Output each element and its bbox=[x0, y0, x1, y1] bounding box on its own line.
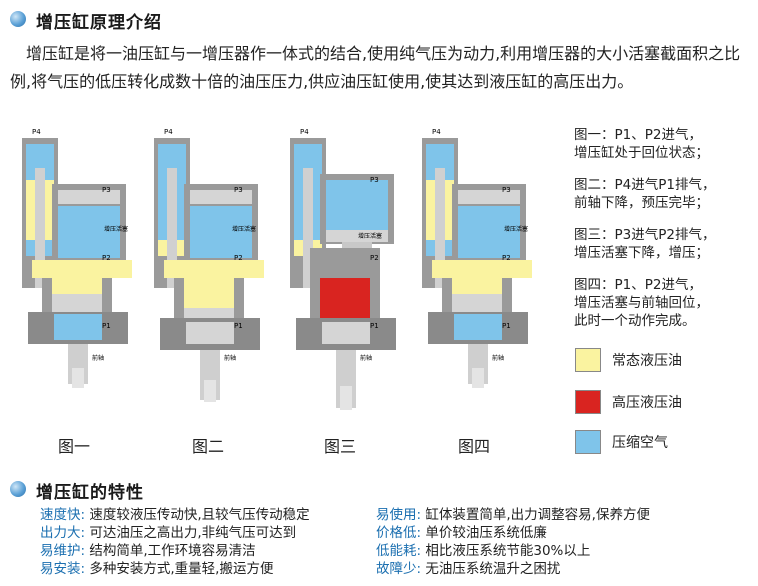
figure-2-caption: 图二 bbox=[191, 437, 224, 456]
port-label-p1: P1 bbox=[502, 322, 511, 330]
legend-label-normal-oil: 常态液压油 bbox=[612, 353, 682, 369]
shaft-label: 前轴 bbox=[224, 354, 236, 362]
feature-item: 易使用: 缸体装置简单,出力调整容易,保养方便 bbox=[376, 507, 650, 523]
feature-value: 无油压系统温升之困扰 bbox=[425, 561, 561, 577]
figure-2-diagram: P4 P3 P2 P1 增压活塞 前轴 bbox=[154, 128, 264, 402]
feature-item: 易安装: 多种安装方式,重量轻,搬运方便 bbox=[40, 561, 274, 577]
port-label-p2: P2 bbox=[370, 254, 379, 262]
port-label-p3: P3 bbox=[502, 186, 511, 194]
note-line: 前轴下降，预压完毕； bbox=[574, 195, 709, 211]
feature-value: 单价较油压系统低廉 bbox=[425, 525, 547, 541]
note-line: 图一：P1、P2进气， bbox=[574, 127, 702, 143]
feature-key: 低能耗 bbox=[376, 543, 417, 559]
port-label-p3: P3 bbox=[370, 176, 379, 184]
legend-swatch-normal-oil bbox=[575, 348, 601, 372]
note-line: 增压活塞下降，增压； bbox=[574, 245, 709, 261]
port-label-p4: P4 bbox=[432, 128, 441, 136]
figure-3-diagram: P4 P3 P2 P1 增压活塞 前轴 bbox=[290, 128, 396, 410]
piston-label: 增压活塞 bbox=[104, 225, 128, 233]
legend-label-compressed-air: 压缩空气 bbox=[612, 435, 668, 451]
section-title-features: 增压缸的特性 bbox=[36, 483, 144, 503]
feature-value: 相比液压系统节能30%以上 bbox=[425, 543, 591, 559]
feature-value: 结构简单,工作环境容易清洁 bbox=[89, 543, 256, 559]
intro-paragraph: 增压缸是将一油压缸与一增压器作一体式的结合,使用纯气压为动力,利用增压器的大小活… bbox=[10, 44, 741, 91]
piston-label: 增压活塞 bbox=[358, 232, 382, 240]
feature-value: 速度较液压传动快,且较气压传动稳定 bbox=[89, 507, 310, 523]
note-figure-3: 图三：P3进气P2排气， 增压活塞下降，增压； bbox=[574, 226, 754, 262]
feature-item: 速度快: 速度较液压传动快,且较气压传动稳定 bbox=[40, 507, 310, 523]
cylinder-drawing bbox=[422, 138, 532, 388]
note-line: 图二：P4进气P1排气， bbox=[574, 177, 716, 193]
note-figure-4: 图四：P1、P2进气， 增压活塞与前轴回位， 此时一个动作完成。 bbox=[574, 276, 754, 330]
port-label-p4: P4 bbox=[300, 128, 309, 136]
feature-item: 出力大: 可达油压之高出力,非纯气压可达到 bbox=[40, 525, 297, 541]
cylinder-drawing bbox=[290, 138, 396, 410]
note-line: 图三：P3进气P2排气， bbox=[574, 227, 716, 243]
figure-1-caption: 图一 bbox=[57, 437, 90, 456]
feature-value: 多种安装方式,重量轻,搬运方便 bbox=[89, 561, 274, 577]
piston-label: 增压活塞 bbox=[232, 225, 256, 233]
port-label-p2: P2 bbox=[234, 254, 243, 262]
port-label-p4: P4 bbox=[164, 128, 173, 136]
feature-key: 易使用 bbox=[376, 507, 417, 523]
cylinder-drawing bbox=[154, 138, 264, 402]
heading-bullet-icon bbox=[10, 481, 26, 497]
figure-3-caption: 图三 bbox=[323, 437, 356, 456]
feature-item: 故障少: 无油压系统温升之困扰 bbox=[376, 561, 561, 577]
figure-4-caption: 图四 bbox=[457, 437, 490, 456]
port-label-p1: P1 bbox=[370, 322, 379, 330]
note-figure-1: 图一：P1、P2进气， 增压缸处于回位状态； bbox=[574, 126, 754, 162]
port-label-p3: P3 bbox=[102, 186, 111, 194]
piston-label: 增压活塞 bbox=[504, 225, 528, 233]
legend-label-high-pressure-oil: 高压液压油 bbox=[612, 395, 682, 411]
note-line: 此时一个动作完成。 bbox=[574, 313, 696, 329]
shaft-label: 前轴 bbox=[492, 354, 504, 362]
feature-key: 故障少 bbox=[376, 561, 417, 577]
port-label-p1: P1 bbox=[102, 322, 111, 330]
feature-key: 速度快 bbox=[40, 507, 81, 523]
port-label-p3: P3 bbox=[234, 186, 243, 194]
port-label-p2: P2 bbox=[102, 254, 111, 262]
note-line: 增压缸处于回位状态； bbox=[574, 145, 709, 161]
port-label-p4: P4 bbox=[32, 128, 41, 136]
feature-key: 易维护 bbox=[40, 543, 81, 559]
feature-key: 易安装 bbox=[40, 561, 81, 577]
feature-key: 出力大 bbox=[40, 525, 81, 541]
note-line: 增压活塞与前轴回位， bbox=[574, 295, 709, 311]
note-line: 图四：P1、P2进气， bbox=[574, 277, 702, 293]
feature-value: 缸体装置简单,出力调整容易,保养方便 bbox=[425, 507, 650, 523]
legend-swatch-high-pressure-oil bbox=[575, 390, 601, 414]
feature-key: 价格低 bbox=[376, 525, 417, 541]
note-figure-2: 图二：P4进气P1排气， 前轴下降，预压完毕； bbox=[574, 176, 754, 212]
heading-bullet-icon bbox=[10, 11, 26, 27]
shaft-label: 前轴 bbox=[92, 354, 104, 362]
shaft-label: 前轴 bbox=[360, 354, 372, 362]
feature-value: 可达油压之高出力,非纯气压可达到 bbox=[89, 525, 297, 541]
section-title-principle: 增压缸原理介绍 bbox=[36, 13, 162, 33]
cylinder-drawing bbox=[22, 138, 132, 388]
feature-item: 易维护: 结构简单,工作环境容易清洁 bbox=[40, 543, 256, 559]
figure-1-diagram: P4 P3 P2 P1 增压活塞 前轴 bbox=[22, 128, 132, 388]
feature-item: 低能耗: 相比液压系统节能30%以上 bbox=[376, 543, 591, 559]
port-label-p2: P2 bbox=[502, 254, 511, 262]
port-label-p1: P1 bbox=[234, 322, 243, 330]
feature-item: 价格低: 单价较油压系统低廉 bbox=[376, 525, 547, 541]
legend-swatch-compressed-air bbox=[575, 430, 601, 454]
figure-4-diagram: P4 P3 P2 P1 增压活塞 前轴 bbox=[422, 128, 532, 388]
